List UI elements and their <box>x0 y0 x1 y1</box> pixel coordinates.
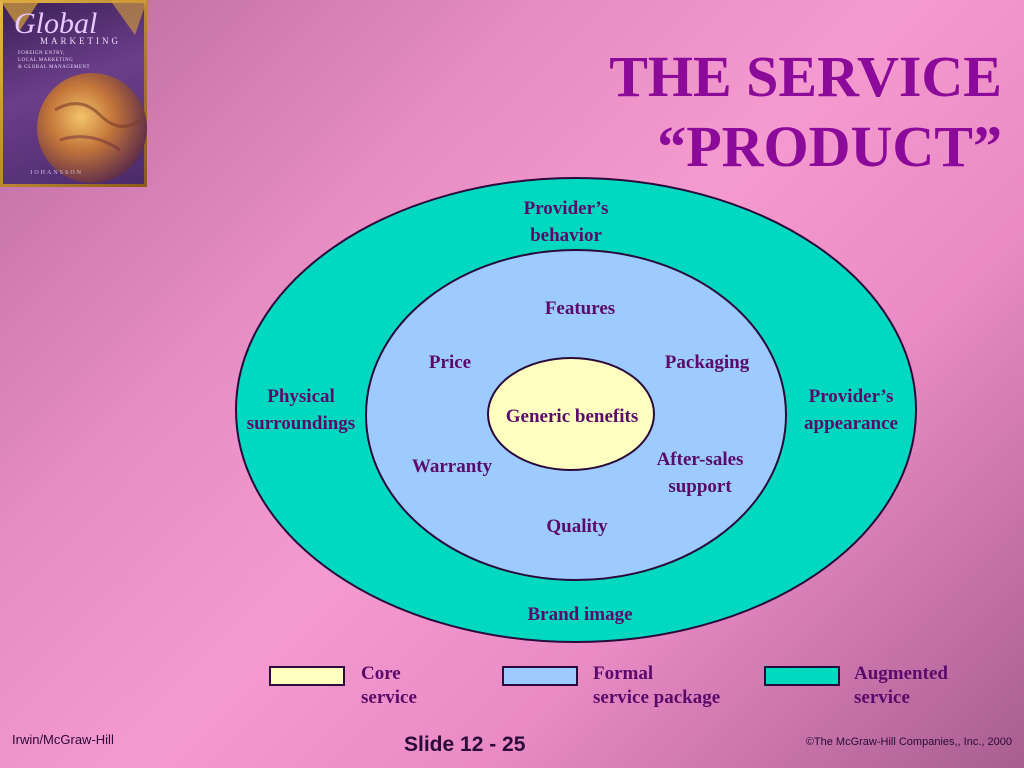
footer-publisher: Irwin/McGraw-Hill <box>12 732 114 747</box>
legend-line: service <box>361 687 417 708</box>
core-service-ellipse <box>487 357 655 471</box>
book-cover-image: Global MARKETING FOREIGN ENTRY, LOCAL MA… <box>0 0 147 187</box>
label-line: Provider’s <box>808 386 894 407</box>
label-line: Provider’s <box>523 198 609 219</box>
label-generic-benefits: Generic benefits <box>505 406 639 427</box>
legend-core-label: Core service <box>361 662 417 710</box>
legend-augmented-swatch <box>764 666 840 686</box>
label-line: behavior <box>530 225 602 246</box>
label-line: After-sales <box>656 449 744 470</box>
legend-core-swatch <box>269 666 345 686</box>
label-quality: Quality <box>546 516 608 537</box>
label-brand-image: Brand image <box>527 604 633 625</box>
book-subtitle: MARKETING <box>40 36 121 46</box>
legend-line: service <box>854 687 910 708</box>
slide-title-line: THE SERVICE <box>609 44 1002 109</box>
label-physical-surroundings: Physical surroundings <box>247 383 355 437</box>
legend-augmented-label: Augmented service <box>854 662 948 710</box>
book-line: FOREIGN ENTRY, <box>18 51 65 56</box>
legend-line: Formal <box>593 663 654 684</box>
book-lines: FOREIGN ENTRY, LOCAL MARKETING & GLOBAL … <box>18 50 90 71</box>
book-title: Global <box>14 7 98 40</box>
slide-title: THE SERVICE “PRODUCT” <box>609 42 1002 182</box>
legend-line: Augmented <box>854 663 948 684</box>
label-warranty: Warranty <box>411 456 493 477</box>
legend-formal-swatch <box>502 666 578 686</box>
label-price: Price <box>428 352 472 373</box>
slide-title-line: “PRODUCT” <box>657 114 1002 179</box>
slide-number: Slide 12 - 25 <box>404 733 526 756</box>
book-line: LOCAL MARKETING <box>18 58 74 63</box>
label-packaging: Packaging <box>664 352 750 373</box>
legend-formal-label: Formal service package <box>593 662 720 710</box>
book-author: JOHANSSON <box>30 170 84 176</box>
label-line: Physical <box>267 386 335 407</box>
legend-line: service package <box>593 687 721 708</box>
label-line: surroundings <box>246 413 356 434</box>
label-line: appearance <box>804 413 898 434</box>
label-providers-appearance: Provider’s appearance <box>804 383 898 437</box>
label-line: support <box>668 476 732 497</box>
label-providers-behavior: Provider’s behavior <box>524 195 609 249</box>
book-line: & GLOBAL MANAGEMENT <box>18 65 91 70</box>
label-features: Features <box>544 298 616 319</box>
label-after-sales-support: After-sales support <box>657 446 744 500</box>
footer-copyright: ©The McGraw-Hill Companies,, Inc., 2000 <box>805 736 1012 748</box>
legend-line: Core <box>361 663 401 684</box>
